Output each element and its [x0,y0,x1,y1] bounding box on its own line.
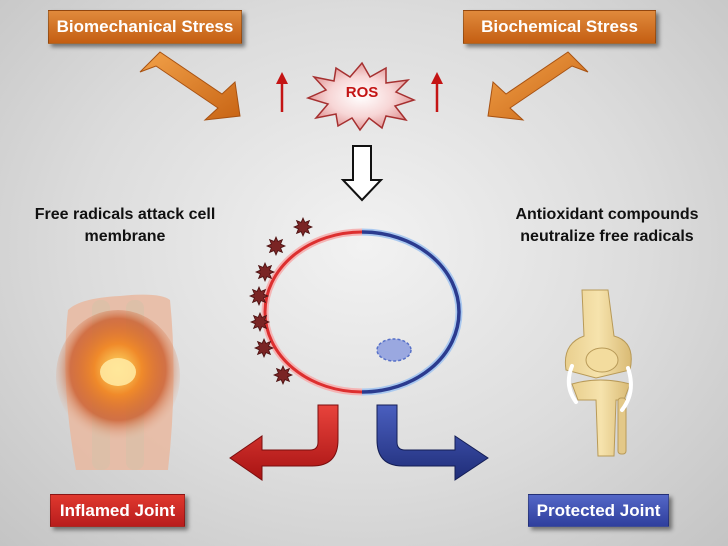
protected-joint-image [564,289,633,457]
inflamed-joint-image [56,294,180,470]
cell-membrane [261,228,463,396]
inflamed-joint-label: Inflamed Joint [50,494,185,527]
free-radical-icon [265,235,287,257]
free-radical-icon [272,364,294,386]
biochemical-stress-label: Biochemical Stress [463,10,656,44]
biomechanical-stress-arrow [139,51,241,121]
ros-starburst-icon [305,61,417,132]
ros-increase-arrow-left [276,72,288,112]
free-radical-icon [254,261,276,283]
protected-joint-label: Protected Joint [528,494,669,527]
protected-pathway-arrow [376,404,489,481]
antioxidant-caption: Antioxidant compounds neutralize free ra… [515,206,699,245]
inflamed-pathway-arrow [229,404,339,481]
free-radical-icon [249,311,271,333]
ros-increase-arrow-right [431,72,443,112]
free-radical-icon [253,337,275,359]
hollow-down-arrow-icon [340,145,384,202]
nucleus [376,338,412,362]
free-radicals-caption: Free radicals attack cell membrane [34,206,216,245]
free-radical-icon [248,285,270,307]
biomechanical-stress-label: Biomechanical Stress [48,10,242,44]
free-radicals [248,216,314,386]
ros-label: ROS [345,84,379,101]
free-radical-icon [292,216,314,238]
biochemical-stress-arrow [487,51,589,121]
